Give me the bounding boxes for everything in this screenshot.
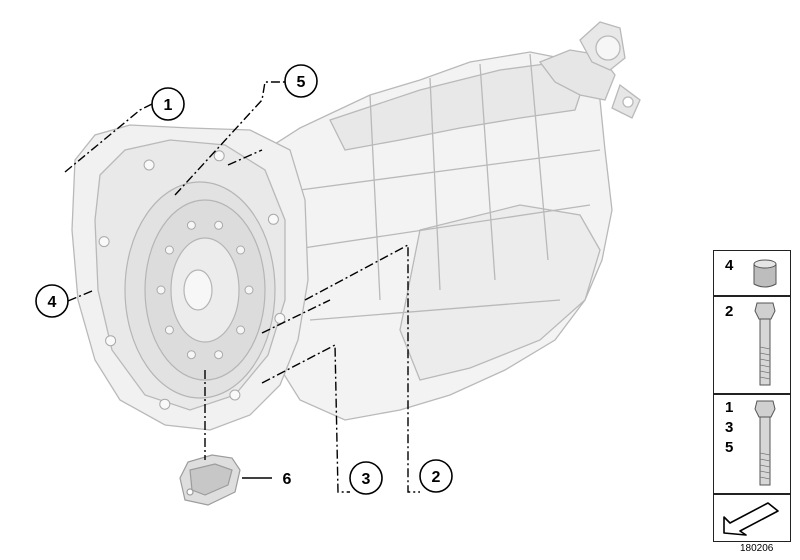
- bolt-hole: [186, 350, 196, 360]
- housing-bolt: [143, 159, 155, 171]
- bolt-icon: [754, 302, 776, 386]
- bolt-hole: [164, 325, 174, 335]
- document-id: 180206: [740, 543, 774, 554]
- housing-bolt: [159, 398, 171, 410]
- callout-1: 1: [151, 87, 185, 121]
- svg-text:1: 1: [164, 97, 173, 114]
- housing-bolt: [98, 236, 110, 248]
- housing-bolt: [105, 335, 117, 347]
- housing-bolt: [267, 213, 279, 225]
- callout-6: 6: [283, 471, 292, 488]
- bolt-hole: [236, 245, 246, 255]
- arrow-icon: [723, 502, 779, 536]
- legend-cell-2: 2: [713, 296, 791, 394]
- svg-text:6: 6: [283, 471, 292, 488]
- leader-lines: [64, 81, 420, 493]
- sleeve-icon: [753, 259, 777, 288]
- legend-cell-1-3-5: 1 3 5: [713, 394, 791, 494]
- legend-label: 1: [725, 399, 734, 416]
- svg-text:4: 4: [48, 294, 57, 311]
- callout-3: 3: [349, 461, 383, 495]
- legend-cell-arrow: [713, 494, 791, 542]
- parts-legend: 4 2 1 3 5: [713, 250, 791, 542]
- bolt-hole: [214, 220, 224, 230]
- converter-bolt-ring: [156, 220, 254, 360]
- callout-5: 5: [284, 64, 318, 98]
- bolt-hole: [244, 285, 254, 295]
- callout-2: 2: [419, 459, 453, 493]
- housing-bolt: [229, 389, 241, 401]
- bolt-hole: [164, 245, 174, 255]
- legend-label: 2: [725, 303, 734, 320]
- bell-housing-bolts: [98, 150, 286, 410]
- bolt-hole: [236, 325, 246, 335]
- bracket-part: [179, 454, 241, 506]
- svg-text:5: 5: [297, 74, 306, 91]
- bolt-hole: [186, 220, 196, 230]
- legend-cell-4: 4: [713, 250, 791, 296]
- torque-converter: [124, 181, 276, 399]
- housing-bolt: [213, 150, 225, 162]
- legend-label: 5: [725, 439, 734, 456]
- bolt-icon: [754, 400, 776, 486]
- legend-label: 3: [725, 419, 734, 436]
- svg-text:2: 2: [432, 469, 441, 486]
- svg-text:3: 3: [362, 471, 371, 488]
- housing-bolt: [274, 312, 286, 324]
- bolt-hole: [214, 350, 224, 360]
- callout-4: 4: [35, 284, 69, 318]
- legend-label: 4: [725, 257, 734, 274]
- bolt-hole: [156, 285, 166, 295]
